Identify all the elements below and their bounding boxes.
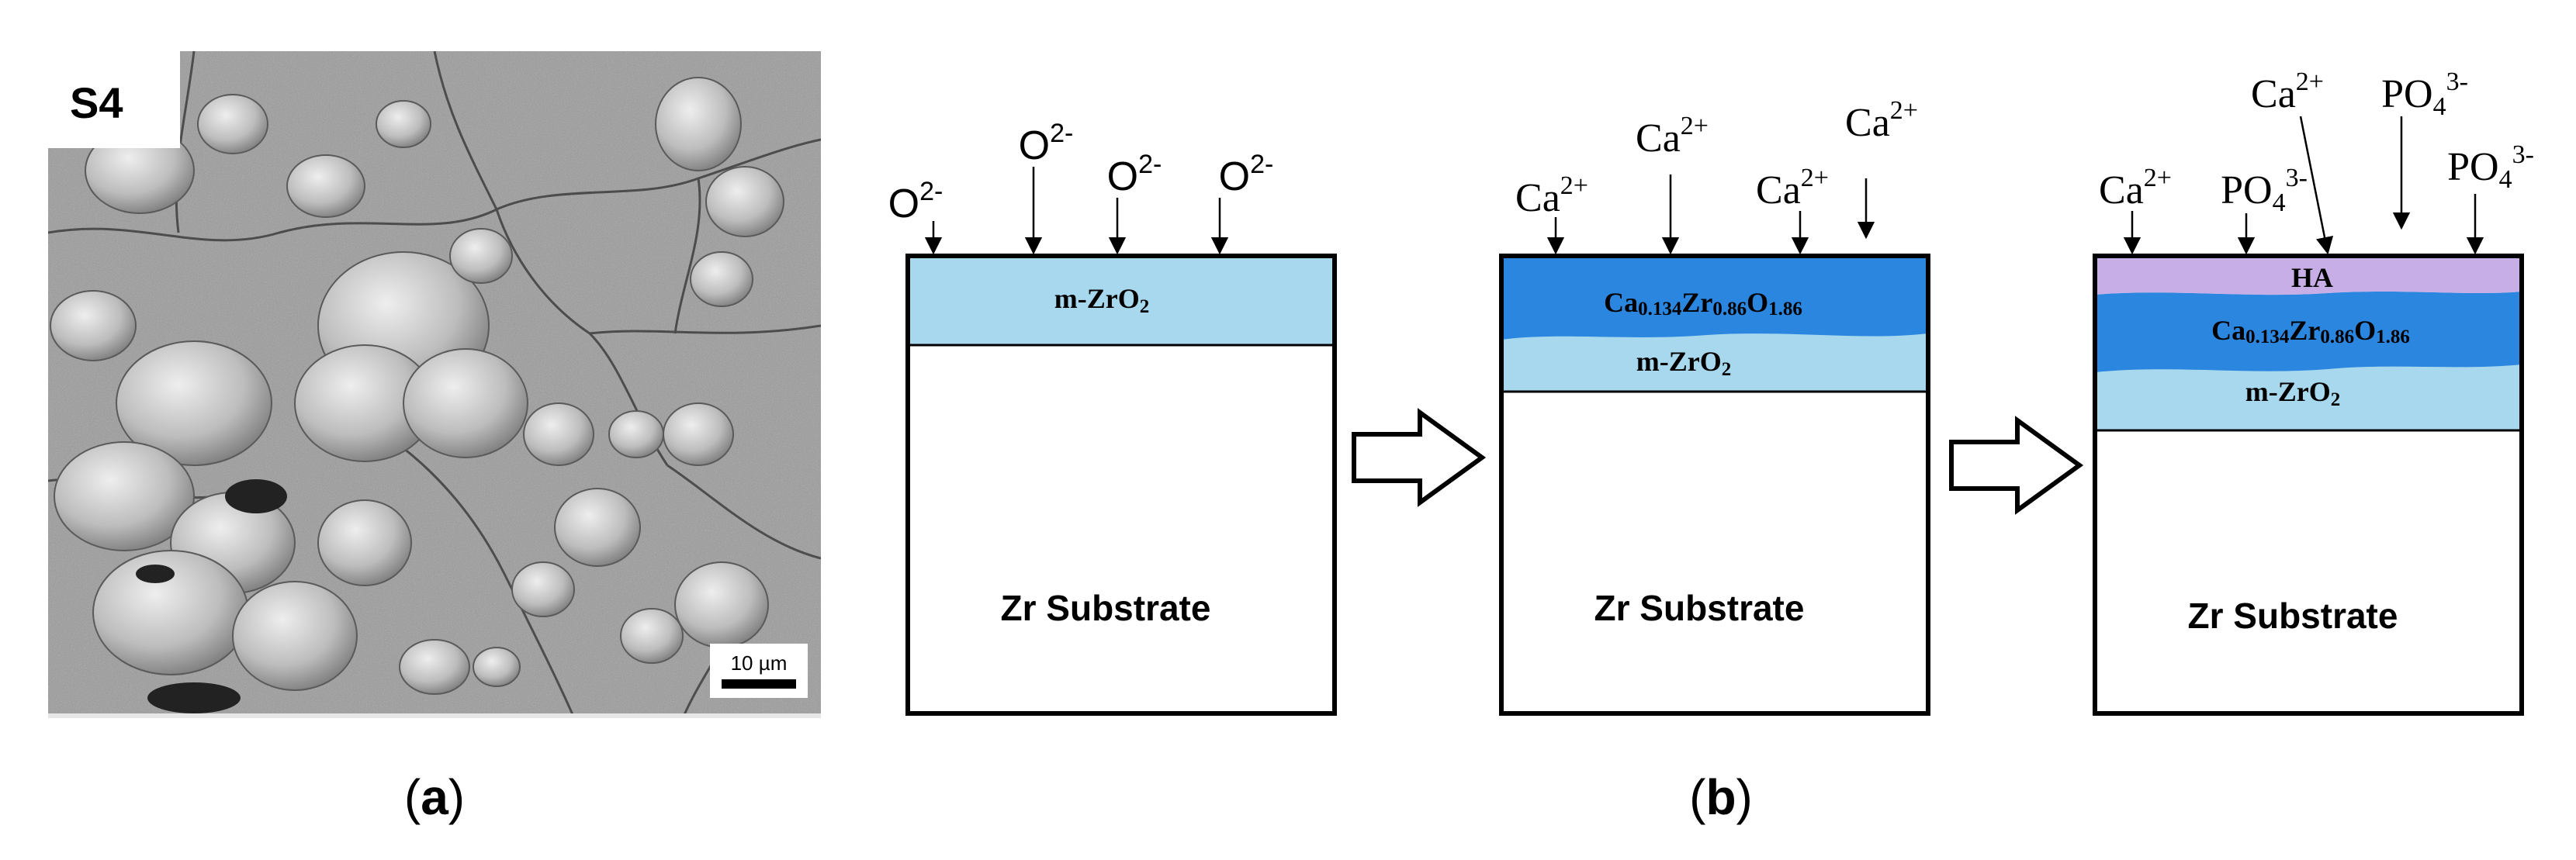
micrograph-tag: S4	[70, 78, 123, 127]
ion-label: O2-	[1019, 119, 1074, 168]
stage-3-layer-ca-zr-oxide	[2095, 292, 2522, 372]
stage-1-ions: O2- O2- O2- O2-	[888, 119, 1274, 255]
panel-label-b: (b)	[1689, 769, 1753, 825]
stage-1: m-ZrO2 Zr Substrate O2- O2- O2- O2-	[888, 119, 1337, 716]
stage-3-layer-label-m-zro2: m-ZrO2	[2245, 376, 2340, 410]
stage-3-layer-label-ha: HA	[2291, 262, 2333, 293]
stage-3-layer-ha	[2095, 256, 2522, 295]
stage-2-layer-label-oxide: Ca0.134Zr0.86O1.86	[1604, 287, 1802, 319]
process-arrow-1	[1352, 408, 1487, 507]
stage-2-layer-ca-zr-oxide	[1501, 256, 1928, 340]
stage-2-layer-label-m-zro2: m-ZrO2	[1636, 346, 1731, 380]
scale-bar-label: 10 µm	[731, 651, 788, 675]
micrograph-tag-box	[48, 51, 180, 148]
stage-3-substrate: Zr Substrate	[2188, 596, 2398, 636]
ion-label: O2-	[1107, 150, 1162, 199]
stage-2: Ca0.134Zr0.86O1.86 m-ZrO2 Zr Substrate C…	[1499, 96, 1930, 716]
ion-label: Ca2+	[1636, 112, 1709, 161]
stage-2-ions: Ca2+ Ca2+ Ca2+ Ca2+	[1515, 96, 1918, 255]
ion-label: PO43-	[2447, 140, 2534, 194]
ion-label: Ca2+	[2099, 164, 2172, 212]
sem-micrograph	[48, 51, 821, 718]
stage-3-frame	[2093, 254, 2524, 716]
ion-label: PO43-	[2221, 164, 2308, 217]
stage-2-substrate: Zr Substrate	[1594, 588, 1805, 628]
stage-3-layer-label-oxide: Ca0.134Zr0.86O1.86	[2211, 315, 2410, 347]
panel-label-a: (a)	[404, 769, 465, 825]
ion-label: O2-	[888, 177, 943, 226]
stage-3-ions: Ca2+ PO43- Ca2+ PO43- PO43-	[2099, 67, 2534, 255]
ion-label: Ca2+	[2251, 67, 2324, 116]
ion-label: PO43-	[2381, 67, 2468, 121]
stage-1-layer-m-zro2	[908, 256, 1335, 345]
stage-1-layer-label: m-ZrO2	[1054, 283, 1149, 317]
process-arrow-2	[1949, 416, 2084, 515]
micrograph-bottom-edge	[48, 713, 821, 718]
ion-label: Ca2+	[1515, 171, 1588, 220]
stage-1-substrate: Zr Substrate	[1001, 588, 1211, 628]
stage-1-frame	[905, 254, 1337, 716]
ion-label: Ca2+	[1756, 164, 1829, 212]
stage-2-frame	[1499, 254, 1930, 716]
ion-label: O2-	[1219, 150, 1274, 199]
scale-bar: 10 µm	[710, 644, 808, 698]
stage-3: HA Ca0.134Zr0.86O1.86 m-ZrO2 Zr Substrat…	[2093, 67, 2534, 716]
ion-label: Ca2+	[1845, 96, 1918, 145]
